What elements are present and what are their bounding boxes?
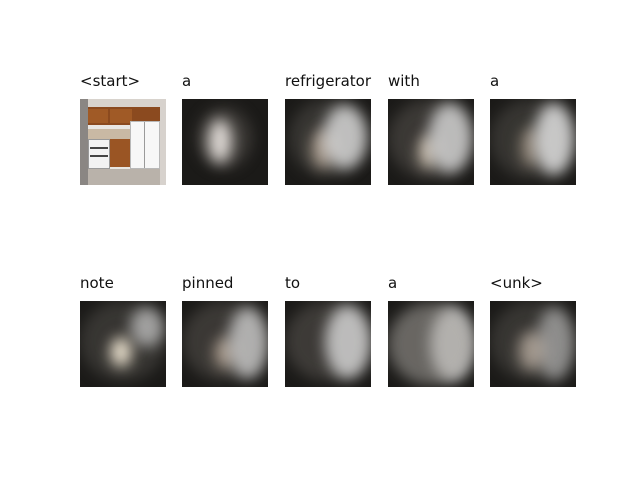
- caption-word: a: [182, 72, 192, 90]
- attention-highlight: [325, 305, 371, 379]
- caption-word: <start>: [80, 72, 141, 90]
- attention-highlight: [130, 307, 164, 347]
- attention-highlight: [323, 105, 367, 169]
- attention-highlight: [518, 331, 544, 371]
- caption-word: <unk>: [490, 274, 543, 292]
- attention-map: [285, 99, 371, 185]
- caption-word: pinned: [182, 274, 234, 292]
- caption-word: to: [285, 274, 301, 292]
- attention-map: [182, 301, 268, 387]
- caption-word: with: [388, 72, 420, 90]
- caption-word: a: [388, 274, 398, 292]
- attention-highlight: [534, 103, 574, 175]
- attention-highlight: [228, 307, 268, 379]
- kitchen-photo: [80, 99, 166, 185]
- attention-highlight: [388, 303, 474, 385]
- caption-word: note: [80, 274, 114, 292]
- attention-highlight: [110, 337, 132, 367]
- attention-map: [490, 99, 576, 185]
- attention-map: [490, 301, 576, 387]
- attention-map: [80, 301, 166, 387]
- attention-map: [388, 99, 474, 185]
- attention-highlight: [208, 119, 232, 163]
- attention-map: [285, 301, 371, 387]
- attention-highlight: [428, 103, 472, 173]
- attention-map: [388, 301, 474, 387]
- caption-word: a: [490, 72, 500, 90]
- caption-word: refrigerator: [285, 72, 372, 90]
- attention-map: [182, 99, 268, 185]
